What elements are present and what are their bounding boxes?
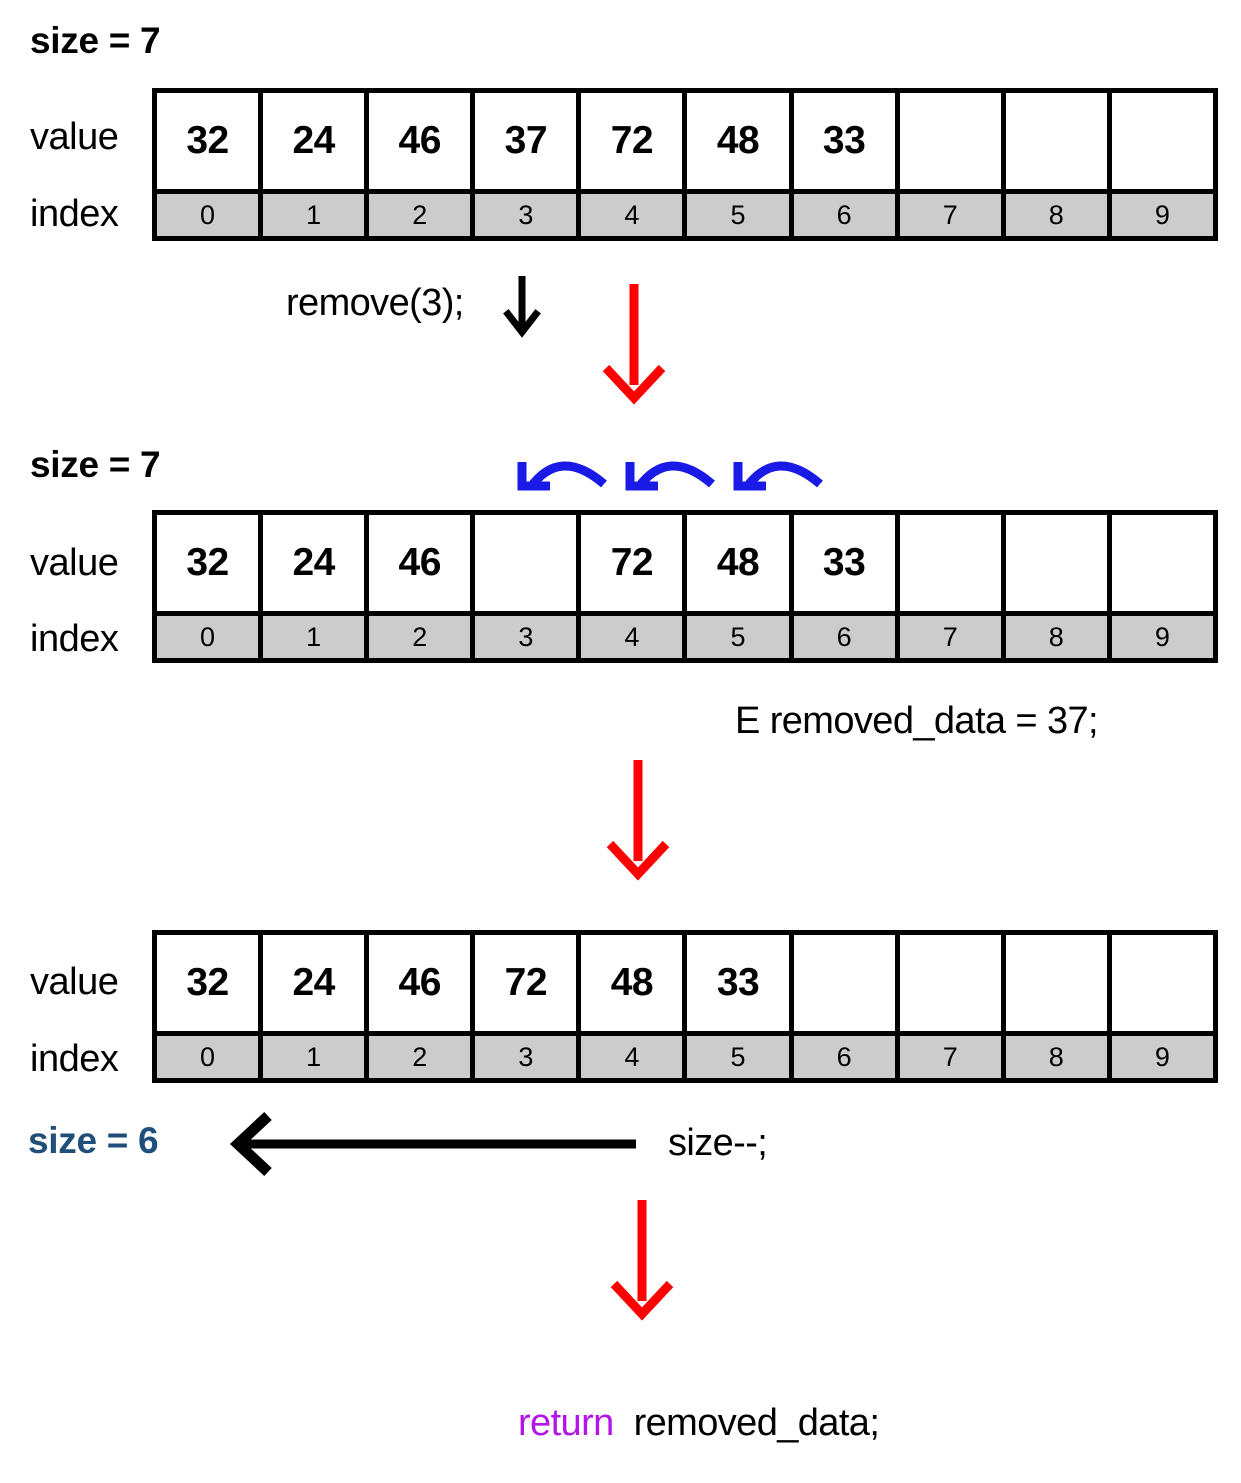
value-cell[interactable]: 24 (263, 515, 370, 611)
red-down-arrow-icon (602, 284, 666, 405)
index-cell: 7 (899, 194, 1006, 236)
array-table-step2: 32 24 46 72 48 33 0 1 2 3 4 5 6 7 8 9 (152, 510, 1218, 663)
index-cell: 4 (581, 616, 688, 658)
value-cell[interactable]: 32 (157, 935, 264, 1031)
index-cell: 4 (581, 1036, 688, 1078)
step1-size-label: size = 7 (30, 20, 161, 61)
value-cell[interactable]: 48 (581, 935, 688, 1031)
value-cell[interactable]: 33 (793, 93, 900, 189)
value-row-step2: 32 24 46 72 48 33 (157, 515, 1213, 611)
index-cell: 6 (793, 194, 900, 236)
value-cell[interactable]: 37 (475, 93, 582, 189)
remove-call-label: remove(3); (286, 282, 464, 324)
value-cell[interactable] (1111, 935, 1213, 1031)
return-value: removed_data; (633, 1402, 880, 1444)
step2-size-label: size = 7 (30, 444, 161, 485)
value-cell[interactable] (1005, 935, 1112, 1031)
array-table-step1: 32 24 46 37 72 48 33 0 1 2 3 4 5 6 7 8 9 (152, 88, 1218, 241)
index-cell: 3 (475, 616, 582, 658)
value-cell[interactable]: 24 (263, 935, 370, 1031)
index-cell: 1 (263, 1036, 370, 1078)
index-row-step1: 0 1 2 3 4 5 6 7 8 9 (157, 194, 1213, 236)
red-down-arrow-icon (610, 1200, 674, 1321)
value-row-step1: 32 24 46 37 72 48 33 (157, 93, 1213, 189)
index-cell: 6 (793, 1036, 900, 1078)
index-cell: 5 (687, 616, 794, 658)
value-cell[interactable] (1111, 93, 1213, 189)
value-cell[interactable] (899, 93, 1006, 189)
return-statement: return removed_data; (518, 1402, 880, 1444)
index-cell: 1 (263, 194, 370, 236)
index-cell: 7 (899, 616, 1006, 658)
value-cell[interactable] (1111, 515, 1213, 611)
array-table-step3: 32 24 46 72 48 33 0 1 2 3 4 5 6 7 8 9 (152, 930, 1218, 1083)
value-cell-empty[interactable] (475, 515, 582, 611)
value-cell[interactable] (793, 935, 900, 1031)
index-row-step3: 0 1 2 3 4 5 6 7 8 9 (157, 1036, 1213, 1078)
value-cell[interactable]: 33 (687, 935, 794, 1031)
index-cell: 9 (1111, 194, 1213, 236)
value-cell[interactable]: 33 (793, 515, 900, 611)
value-cell[interactable]: 46 (369, 93, 476, 189)
index-cell: 5 (687, 194, 794, 236)
index-cell: 4 (581, 194, 688, 236)
index-row-step2: 0 1 2 3 4 5 6 7 8 9 (157, 616, 1213, 658)
return-keyword: return (518, 1402, 614, 1444)
value-cell[interactable] (899, 515, 1006, 611)
index-cell: 5 (687, 1036, 794, 1078)
index-cell: 2 (369, 616, 476, 658)
value-cell[interactable]: 48 (687, 93, 794, 189)
index-cell: 0 (157, 616, 264, 658)
step2-index-row-label: index (30, 618, 119, 660)
index-cell: 0 (157, 1036, 264, 1078)
value-cell[interactable] (1005, 93, 1112, 189)
index-cell: 3 (475, 1036, 582, 1078)
size-after-label: size = 6 (28, 1120, 159, 1161)
value-cell[interactable]: 48 (687, 515, 794, 611)
value-row-step3: 32 24 46 72 48 33 (157, 935, 1213, 1031)
step1-index-row-label: index (30, 193, 119, 235)
value-cell[interactable] (1005, 515, 1112, 611)
index-cell: 9 (1111, 1036, 1213, 1078)
index-cell: 0 (157, 194, 264, 236)
step3-index-row-label: index (30, 1038, 119, 1080)
red-down-arrow-icon (606, 760, 670, 881)
value-cell[interactable]: 72 (475, 935, 582, 1031)
value-cell[interactable]: 32 (157, 93, 264, 189)
index-cell: 8 (1005, 616, 1112, 658)
down-arrow-icon (503, 276, 541, 338)
curved-left-shift-arrow-icon (517, 461, 823, 491)
size-decrement-label: size--; (668, 1122, 768, 1164)
value-cell[interactable]: 24 (263, 93, 370, 189)
value-cell[interactable]: 46 (369, 515, 476, 611)
index-cell: 9 (1111, 616, 1213, 658)
step3-value-row-label: value (30, 961, 119, 1003)
value-cell[interactable]: 32 (157, 515, 264, 611)
step2-value-row-label: value (30, 542, 119, 584)
value-cell[interactable] (899, 935, 1006, 1031)
removed-data-label: E removed_data = 37; (735, 700, 1099, 742)
index-cell: 8 (1005, 194, 1112, 236)
value-cell[interactable]: 72 (581, 515, 688, 611)
index-cell: 8 (1005, 1036, 1112, 1078)
step1-value-row-label: value (30, 116, 119, 158)
value-cell[interactable]: 46 (369, 935, 476, 1031)
index-cell: 2 (369, 1036, 476, 1078)
left-arrow-icon (229, 1111, 636, 1177)
index-cell: 6 (793, 616, 900, 658)
index-cell: 1 (263, 616, 370, 658)
value-cell[interactable]: 72 (581, 93, 688, 189)
index-cell: 7 (899, 1036, 1006, 1078)
index-cell: 2 (369, 194, 476, 236)
index-cell: 3 (475, 194, 582, 236)
